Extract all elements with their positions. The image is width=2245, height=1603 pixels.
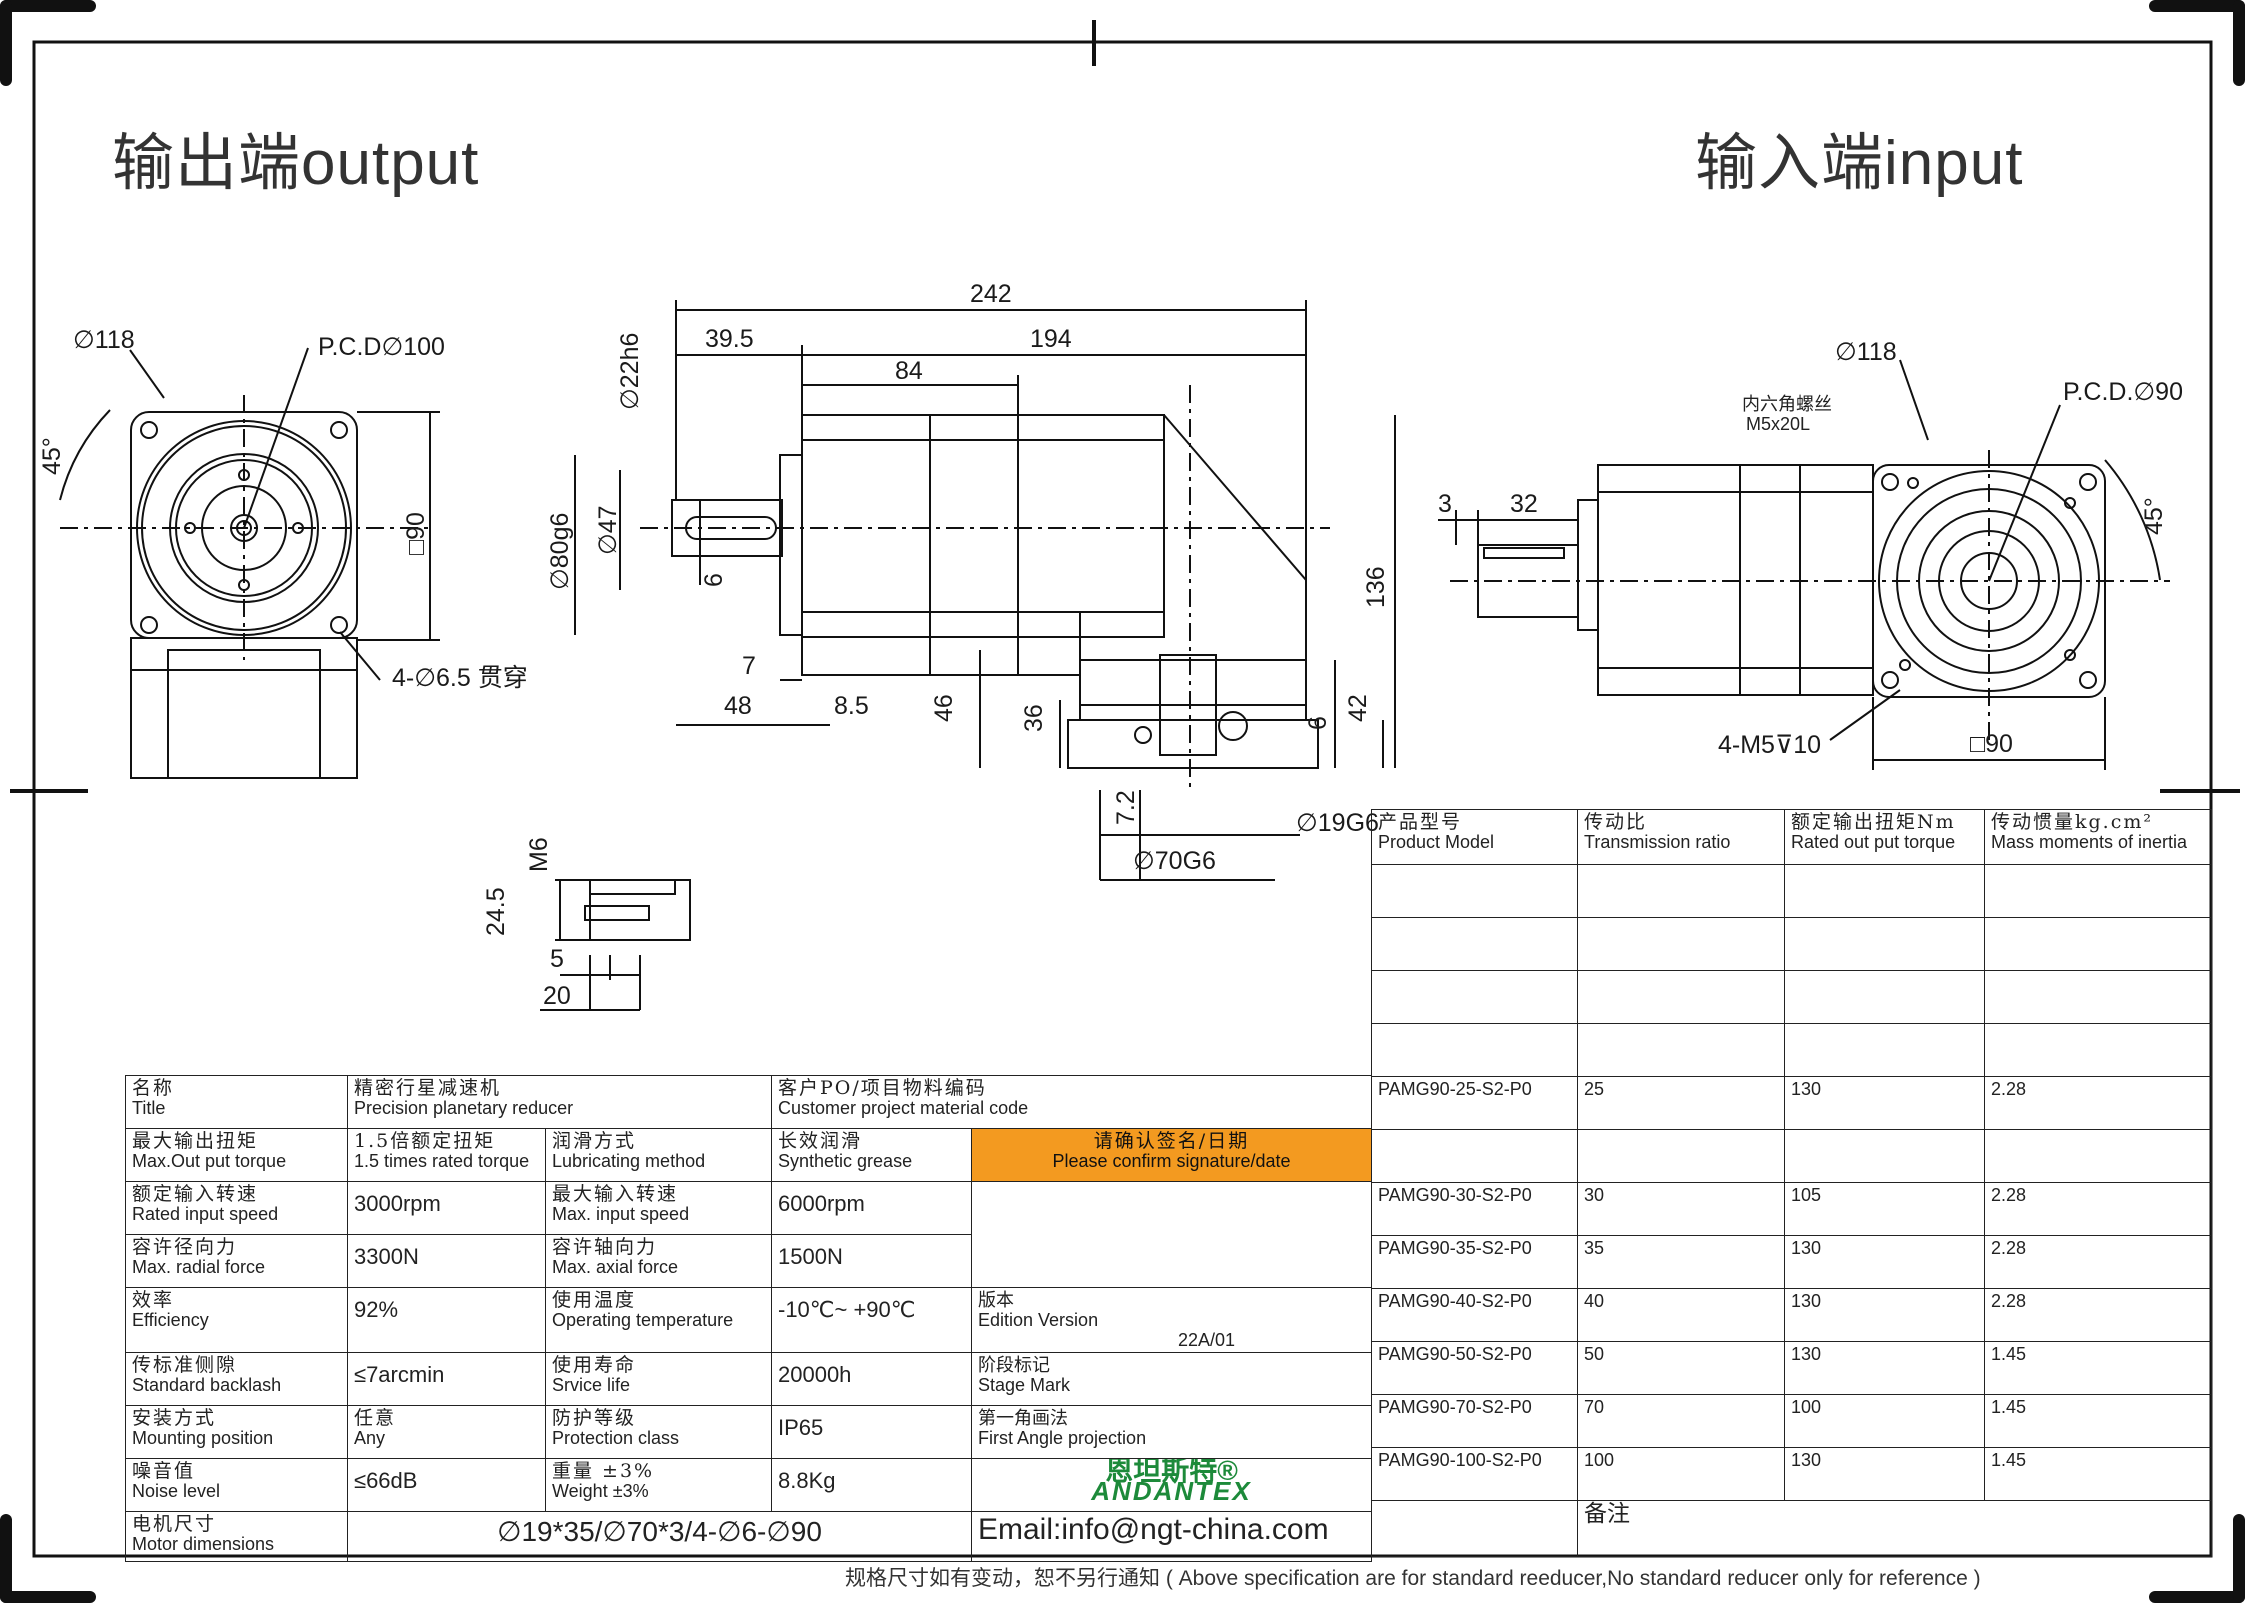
screw-label-en: M5x20L — [1746, 414, 1811, 434]
dim-6: 6 — [700, 573, 728, 587]
dim-holes: 4-∅6.5 贯穿 — [392, 664, 528, 692]
dim-136: 136 — [1362, 566, 1390, 608]
dim-20: 20 — [543, 982, 571, 1010]
input-heading: 输入端input — [1695, 129, 2024, 198]
dim-5: 5 — [550, 945, 564, 973]
dim-80g6: ∅80g6 — [546, 512, 574, 590]
logo-en: ANDANTEX — [1091, 1476, 1252, 1506]
dim-pcd90: P.C.D.∅90 — [2063, 378, 2183, 406]
signature-area — [970, 1181, 1373, 1288]
dim-32: 32 — [1510, 490, 1538, 518]
dim-47: ∅47 — [594, 505, 622, 555]
output-front-view — [59, 347, 440, 779]
key-detail — [540, 879, 691, 1011]
screw-label-cn: 内六角螺丝 — [1742, 394, 1832, 414]
dim-dia118-output: ∅118 — [73, 326, 135, 354]
dim-39-5: 39.5 — [705, 325, 754, 353]
dim-angle45-input: 45° — [2140, 497, 2168, 535]
dim-24-5: 24.5 — [482, 887, 510, 936]
dim-m5: 4-M5⊽10 — [1718, 731, 1822, 759]
dim-48: 48 — [724, 692, 752, 720]
dim-sq90-input: □90 — [1970, 730, 2013, 758]
dim-42: 42 — [1344, 694, 1372, 722]
dim-36: 36 — [1020, 704, 1048, 732]
dim-sq90-output: □90 — [402, 512, 430, 555]
output-heading: 输出端output — [112, 129, 480, 198]
side-view — [574, 300, 1396, 881]
dim-dia118-input: ∅118 — [1835, 338, 1897, 366]
input-view — [1438, 359, 2170, 770]
email-cell — [1371, 1500, 1578, 1557]
email: Email:info@ngt-china.com — [978, 1513, 1329, 1546]
dim-19g6: ∅19G6 — [1296, 809, 1379, 837]
dim-194: 194 — [1030, 325, 1072, 353]
dim-70g6: ∅70G6 — [1133, 847, 1216, 875]
dim-m6: M6 — [525, 837, 553, 872]
dim-46: 46 — [930, 694, 958, 722]
dim-3: 3 — [1438, 490, 1452, 518]
dim-22h6: ∅22h6 — [616, 332, 644, 410]
dim-242: 242 — [970, 280, 1012, 308]
dim-7-2: 7.2 — [1112, 790, 1140, 825]
footer-note: 规格尺寸如有变动，恕不另行通知 ( Above specification ar… — [845, 1567, 1981, 1590]
dim-8-5: 8.5 — [834, 692, 869, 720]
dim-7: 7 — [742, 652, 756, 680]
logo-cn: 恩坦斯特® — [1105, 1458, 1238, 1486]
dim-84: 84 — [895, 357, 923, 385]
dim-6b: 6 — [1304, 716, 1332, 730]
logo-cell: 恩坦斯特® ANDANTEX — [970, 1458, 1373, 1512]
remark-cell: 备注 — [1577, 1500, 2212, 1557]
dim-angle45-output: 45° — [38, 437, 66, 475]
dim-pcd100: P.C.D∅100 — [318, 333, 445, 361]
